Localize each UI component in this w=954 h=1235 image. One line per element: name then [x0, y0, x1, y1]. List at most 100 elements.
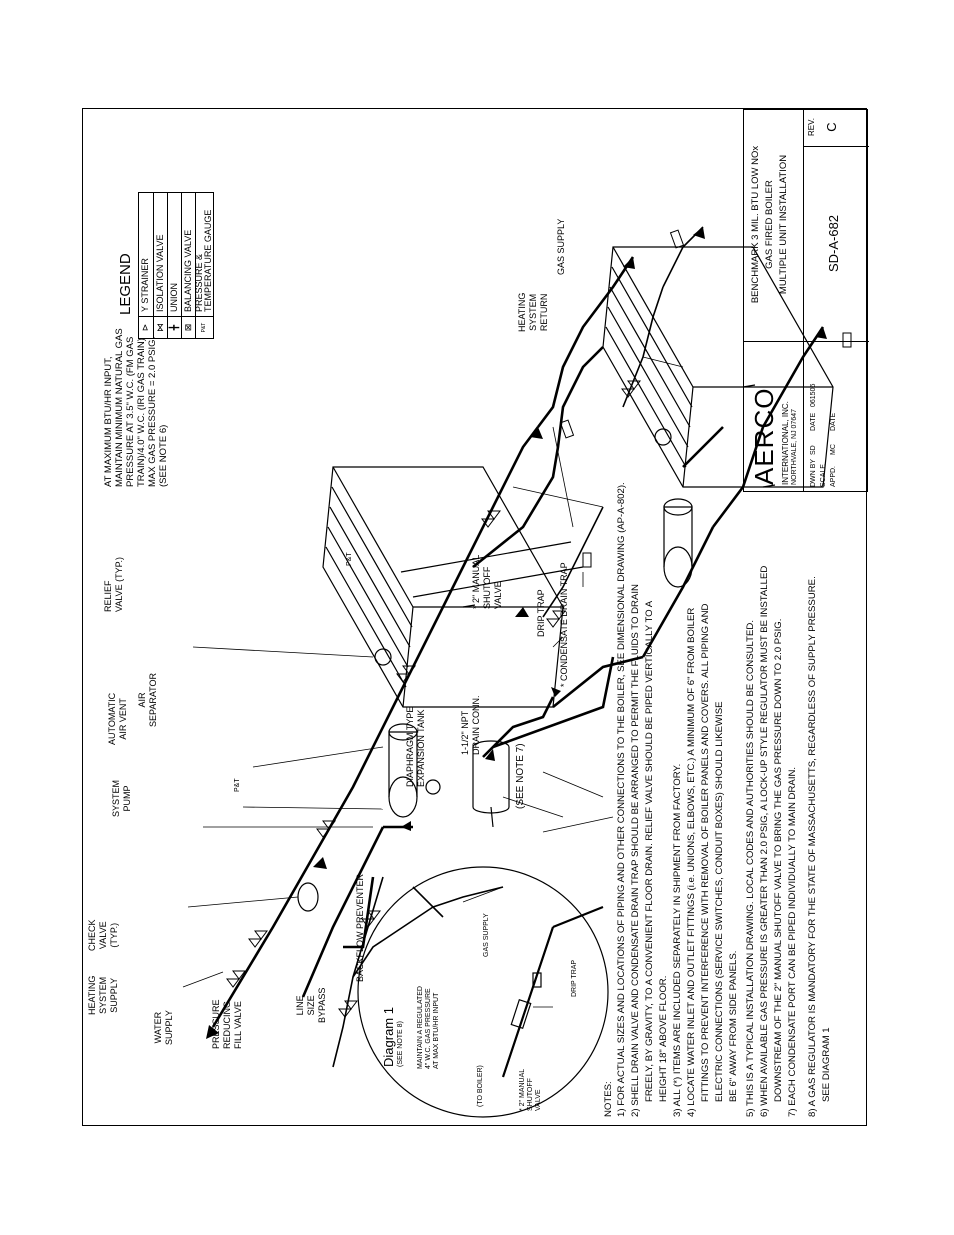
label-line: (TYP.) — [109, 922, 119, 948]
appd-label: APPD. — [830, 465, 837, 487]
legend-row-y-strainer: ⊳ Y STRAINER — [139, 193, 153, 338]
label-line: * 2" MANUAL — [519, 1068, 526, 1111]
note-line: DOWNSTREAM OF THE 2" MANUAL SHUTOFF VALV… — [773, 618, 784, 1102]
piping-schematic — [182, 226, 852, 1118]
title-desc-2: GAS FIRED BOILER — [764, 180, 775, 269]
company-sub2: NORTHVALE, NJ 07647 — [791, 409, 798, 485]
drawing-number: SD-A-682 — [826, 214, 841, 273]
label-line: SIZE — [306, 995, 316, 1016]
note-line: HEIGHT 18" ABOVE FLOOR. — [658, 975, 669, 1102]
label-line: AUTOMATIC — [107, 692, 117, 745]
callout-heating-system-return: HEATING SYSTEM RETURN — [517, 293, 550, 332]
label-line: SUPPLY — [109, 977, 119, 1013]
balancing-valve-icon: ⊠ — [182, 316, 196, 338]
rotated-drawing: HEATING SYSTEM SUPPLY CHECK VALVE (TYP.)… — [83, 108, 869, 1127]
label-line: SHUTOFF — [527, 1078, 534, 1111]
diagram-1-to-boiler: (TO BOILER) — [477, 1065, 484, 1107]
label-line: AT MAXIMUM BTU/HR INPUT, — [103, 356, 114, 487]
legend-label: Y STRAINER — [140, 258, 150, 312]
label-line: 4" W.C. GAS PRESSURE — [425, 988, 432, 1069]
gas-pressure-note: AT MAXIMUM BTU/HR INPUT, MAINTAIN MINIMU… — [103, 328, 169, 487]
label-line: VALVE — [493, 581, 503, 609]
legend-title: LEGEND — [117, 253, 134, 315]
pressure-temperature-gauge-icon: P&T — [196, 316, 214, 338]
boiler-1 — [322, 466, 584, 818]
date2-label: DATE — [830, 412, 837, 431]
legend-label: ISOLATION VALVE — [155, 234, 165, 312]
label-line: AIR — [137, 692, 147, 708]
diagram-1-drip-trap: DRIP TRAP — [571, 959, 578, 997]
callout-pressure-reducing-fill-valve: PRESSURE REDUCING FILL VALVE — [211, 999, 244, 1049]
diagram-1-subtitle: (SEE NOTE 8) — [397, 1021, 404, 1067]
callout-line-size-bypass: LINE SIZE BYPASS — [295, 988, 328, 1023]
callout-check-valve: CHECK VALVE (TYP.) — [87, 919, 120, 951]
label-line: MAINTAIN A REGULATED — [417, 986, 424, 1069]
notes-header: NOTES: — [603, 1081, 614, 1117]
label-line: CHECK — [87, 919, 97, 951]
note-line: 1) FOR ACTUAL SIZES AND LOCATIONS OF PIP… — [616, 482, 627, 1117]
label-line: PRESSURE — [211, 999, 221, 1049]
label-line: HEATING — [87, 975, 97, 1015]
label-line: REDUCING — [222, 1000, 232, 1049]
label-line: WATER — [153, 1011, 163, 1044]
title-description-cell: BENCHMARK 3 MIL. BTU LOW NOx GAS FIRED B… — [744, 108, 804, 341]
appd-value: MC — [830, 444, 837, 455]
label-line: RETURN — [539, 293, 549, 332]
legend-label: UNION — [169, 283, 179, 312]
note-line: SEE DIAGRAM 1 — [821, 1027, 832, 1102]
rev-value: C — [824, 122, 839, 132]
y-strainer-icon: ⊳ — [139, 316, 153, 338]
diagram-1-maintain-note: MAINTAIN A REGULATED 4" W.C. GAS PRESSUR… — [417, 986, 441, 1069]
legend-table: ⊳ Y STRAINER ⋈ ISOLATION VALVE ╋ UNION ⊠… — [138, 192, 214, 339]
legend-label: PRESSURE & TEMPERATURE GAUGE — [194, 210, 213, 312]
legend-row-union: ╋ UNION — [167, 193, 182, 338]
callout-gas-supply: GAS SUPPLY — [556, 218, 566, 275]
label-line: PRESSURE AT 3.5" W.C. (FM GAS — [125, 336, 136, 487]
legend-label: BALANCING VALVE — [183, 229, 193, 312]
label-line: DIAPHRAGM TYPE — [405, 706, 415, 787]
label-line: SUPPLY — [164, 1010, 174, 1045]
label-line: SYSTEM — [111, 779, 121, 817]
callout-condensate-drain-trap: * CONDENSATE DRAIN TRAP — [559, 562, 569, 687]
callout-relief-valve: RELIEF VALVE (TYP.) — [103, 557, 125, 612]
label-line: HEATING — [517, 292, 527, 332]
note-line: ELECTRIC CONNECTIONS (SERVICE SWITCHES, … — [714, 701, 725, 1102]
note-line: 7) EACH CONDENSATE PORT CAN BE PIPED IND… — [787, 766, 798, 1117]
note-line: 6) WHEN AVAILABLE GAS PRESSURE IS GREATE… — [759, 565, 770, 1117]
callout-see-note-7: (SEE NOTE 7) — [515, 743, 526, 809]
note-line: BE 6" AWAY FROM SIDE PANELS. — [728, 950, 739, 1102]
label-line: SYSTEM — [528, 293, 538, 331]
label-line: MAX GAS PRESSURE = 2.0 PSIG. — [147, 336, 158, 487]
callout-water-supply: WATER SUPPLY — [153, 1010, 175, 1045]
title-rev-cell: REV. C — [804, 108, 869, 146]
callout-system-pump: SYSTEM PUMP — [111, 780, 133, 817]
label-line: 1-1/2" NPT — [460, 710, 470, 755]
diagram-1-gas-supply: GAS SUPPLY — [483, 913, 490, 957]
label-line: AIR VENT — [118, 698, 128, 740]
callout-automatic-air-vent: AUTOMATIC AIR VENT — [107, 693, 129, 745]
callout-heating-system-supply: HEATING SYSTEM SUPPLY — [87, 976, 120, 1015]
label-line: * 2" MANUAL — [471, 554, 481, 609]
label-line: DRAIN CONN. — [471, 695, 481, 755]
label-line: TRAIN)/4.0" W.C. (IRI GAS TRAIN) — [136, 338, 147, 487]
label-line: SHUTOFF — [482, 566, 492, 609]
system-pump-body — [297, 882, 319, 912]
label-line: BYPASS — [317, 987, 327, 1023]
diagram-1-circle — [357, 866, 609, 1118]
note-line: 4) LOCATE WATER INLET AND OUTLET FITTING… — [686, 607, 697, 1117]
pt-gauge-label-2: P&T — [346, 552, 353, 566]
title-company-cell: AERCO INTERNATIONAL, INC. NORTHVALE, NJ … — [744, 341, 804, 491]
note-line: 2) SHELL DRAIN VALVE AND CONDENSATE DRAI… — [630, 584, 641, 1117]
label-line: SYSTEM — [98, 976, 108, 1014]
diagram-1-manual-shutoff: * 2" MANUAL SHUTOFF VALVE — [519, 1069, 543, 1111]
label-line: LINE — [295, 995, 305, 1016]
title-desc-3: MULTIPLE UNIT INSTALLATION — [778, 154, 789, 295]
callout-drain-conn: 1-1/2" NPT DRAIN CONN. — [460, 695, 482, 755]
note-line: FITTINGS TO PREVENT INTERFERENCE WITH RE… — [700, 603, 711, 1102]
title-signoff-cell: DWN BY SD DATE 061506 SCALE APPD. MC DAT… — [804, 341, 869, 491]
union-icon: ╋ — [168, 316, 182, 338]
company-logo: AERCO — [749, 387, 779, 485]
legend-row-balancing-valve: ⊠ BALANCING VALVE — [181, 193, 196, 338]
legend-row-pt-gauge: P&T PRESSURE & TEMPERATURE GAUGE — [194, 193, 214, 338]
